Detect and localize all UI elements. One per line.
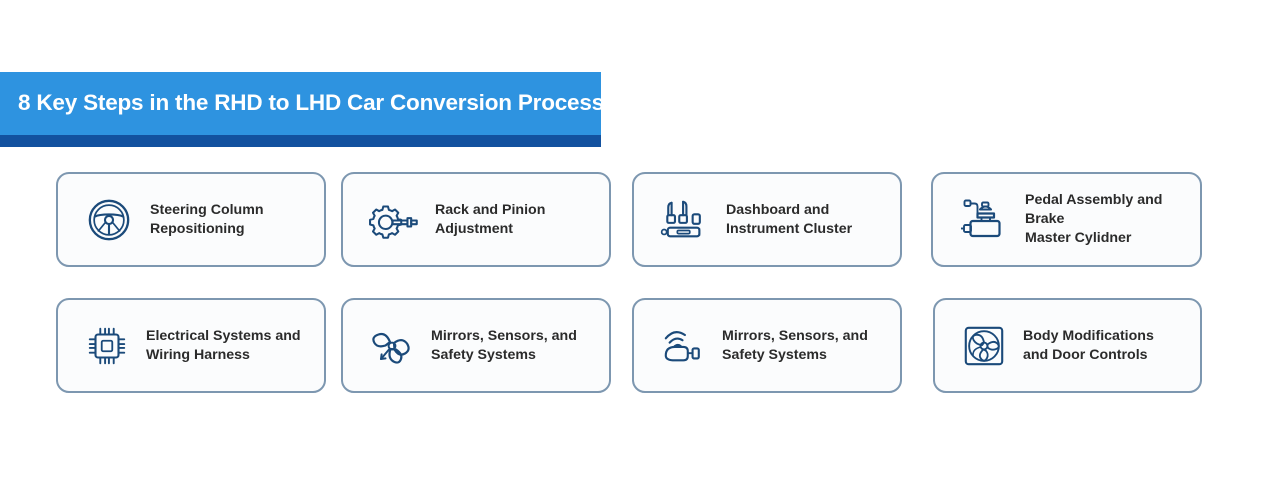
step-card-dashboard-instrument-cluster[interactable]: Dashboard and Instrument Cluster	[632, 172, 902, 267]
airbag-propeller-icon	[363, 320, 421, 372]
steering-wheel-icon	[80, 194, 138, 246]
step-card-label: Rack and Pinion Adjustment	[435, 201, 546, 237]
page-title: 8 Key Steps in the RHD to LHD Car Conver…	[18, 90, 604, 116]
step-card-steering-column[interactable]: Steering Column Repositioning	[56, 172, 326, 267]
brake-master-cylinder-icon	[955, 194, 1013, 246]
gear-rack-pinion-icon	[365, 194, 423, 246]
step-card-label: Electrical Systems and Wiring Harness	[146, 327, 301, 363]
steps-row-1: Steering Column Repositioning Rack and P…	[0, 172, 1265, 267]
step-card-rack-and-pinion[interactable]: Rack and Pinion Adjustment	[341, 172, 611, 267]
step-card-electrical-systems[interactable]: Electrical Systems and Wiring Harness	[56, 298, 326, 393]
step-card-mirrors-sensors-safety-a[interactable]: Mirrors, Sensors, and Safety Systems	[341, 298, 611, 393]
step-card-pedal-assembly-brake-master-cylinder[interactable]: Pedal Assembly and Brake Master Cylidner	[931, 172, 1202, 267]
microchip-icon	[78, 320, 136, 372]
step-card-body-modifications[interactable]: Body Modifications and Door Controls	[933, 298, 1202, 393]
steps-row-2: Electrical Systems and Wiring Harness Mi…	[0, 298, 1265, 393]
step-card-label: Dashboard and Instrument Cluster	[726, 201, 853, 237]
side-mirror-sensor-icon	[654, 320, 712, 372]
step-card-label: Steering Column Repositioning	[150, 201, 264, 237]
step-card-label: Body Modifications and Door Controls	[1023, 327, 1154, 363]
step-card-mirrors-sensors-safety-b[interactable]: Mirrors, Sensors, and Safety Systems	[632, 298, 902, 393]
title-banner: 8 Key Steps in the RHD to LHD Car Conver…	[0, 72, 604, 135]
step-card-label: Mirrors, Sensors, and Safety Systems	[431, 327, 577, 363]
steps-grid: Steering Column Repositioning Rack and P…	[0, 172, 1265, 424]
title-underline-bar	[0, 135, 601, 147]
step-card-label: Pedal Assembly and Brake Master Cylidner	[1025, 192, 1163, 246]
step-card-label: Mirrors, Sensors, and Safety Systems	[722, 327, 868, 363]
dashboard-stalk-controls-icon	[656, 194, 714, 246]
fan-icon	[955, 320, 1013, 372]
